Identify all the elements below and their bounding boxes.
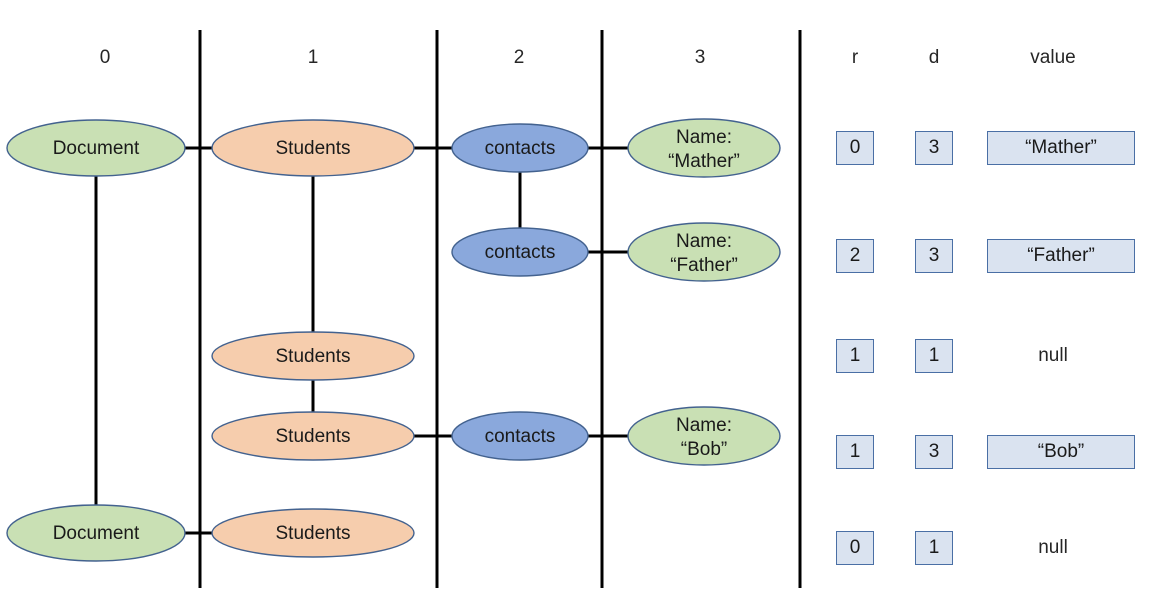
column-header-1: 1 [307,47,319,68]
table-cell-value-row3[interactable]: “Bob” [987,435,1135,469]
node-students-2[interactable]: Students [211,411,415,461]
table-cell-value-row1[interactable]: “Father” [987,239,1135,273]
node-shape-students-2 [211,411,415,461]
node-name-bob[interactable]: Name:“Bob” [627,406,781,466]
column-header-3: 3 [694,47,706,68]
node-shape-name-mather [627,118,781,178]
node-students-1[interactable]: Students [211,331,415,381]
node-shape-students-0 [211,119,415,177]
table-cell-r-row1[interactable]: 2 [836,239,874,273]
table-header-r: r [851,47,859,68]
table-cell-r-row4[interactable]: 0 [836,531,874,565]
node-label-students-0: Students [276,138,351,159]
table-cell-d-row4[interactable]: 1 [915,531,953,565]
node-label-doc-0: Document [53,138,140,159]
node-contacts-0[interactable]: contacts [451,123,589,173]
table-cell-d-row0[interactable]: 3 [915,131,953,165]
column-header-0: 0 [99,47,111,68]
node-doc-1[interactable]: Document [6,504,186,562]
table-cell-d-row2[interactable]: 1 [915,339,953,373]
node-label-name-bob: Name:“Bob” [676,415,732,460]
node-label-contacts-2: contacts [485,426,556,447]
table-cell-value-row4[interactable]: null [1038,537,1068,558]
node-shape-name-father [627,222,781,282]
table-cell-d-row1[interactable]: 3 [915,239,953,273]
node-label-students-2: Students [276,426,351,447]
node-shape-contacts-1 [451,227,589,277]
table-cell-r-row2[interactable]: 1 [836,339,874,373]
node-label-name-mather: Name:“Mather” [668,127,740,172]
node-label-name-father: Name:“Father” [670,231,738,276]
table-cell-value-row2[interactable]: null [1038,345,1068,366]
table-header-d: d [928,47,940,68]
node-students-0[interactable]: Students [211,119,415,177]
node-shape-doc-0 [6,119,186,177]
column-dividers-layer [198,30,802,588]
node-label-students-1: Students [276,346,351,367]
column-header-2: 2 [513,47,525,68]
table-cell-r-row0[interactable]: 0 [836,131,874,165]
node-doc-0[interactable]: Document [6,119,186,177]
node-shape-students-3 [211,508,415,558]
table-cell-d-row3[interactable]: 3 [915,435,953,469]
node-shape-name-bob [627,406,781,466]
node-shape-contacts-0 [451,123,589,173]
table-header-value: value [1030,47,1076,68]
node-label-contacts-1: contacts [485,242,556,263]
node-contacts-1[interactable]: contacts [451,227,589,277]
table-cell-r-row3[interactable]: 1 [836,435,874,469]
node-name-father[interactable]: Name:“Father” [627,222,781,282]
node-shape-students-1 [211,331,415,381]
node-label-doc-1: Document [53,523,140,544]
node-shape-doc-1 [6,504,186,562]
edges-layer [94,146,628,535]
node-contacts-2[interactable]: contacts [451,411,589,461]
node-name-mather[interactable]: Name:“Mather” [627,118,781,178]
node-label-contacts-0: contacts [485,138,556,159]
node-shape-contacts-2 [451,411,589,461]
node-students-3[interactable]: Students [211,508,415,558]
node-label-students-3: Students [276,523,351,544]
table-cell-value-row0[interactable]: “Mather” [987,131,1135,165]
